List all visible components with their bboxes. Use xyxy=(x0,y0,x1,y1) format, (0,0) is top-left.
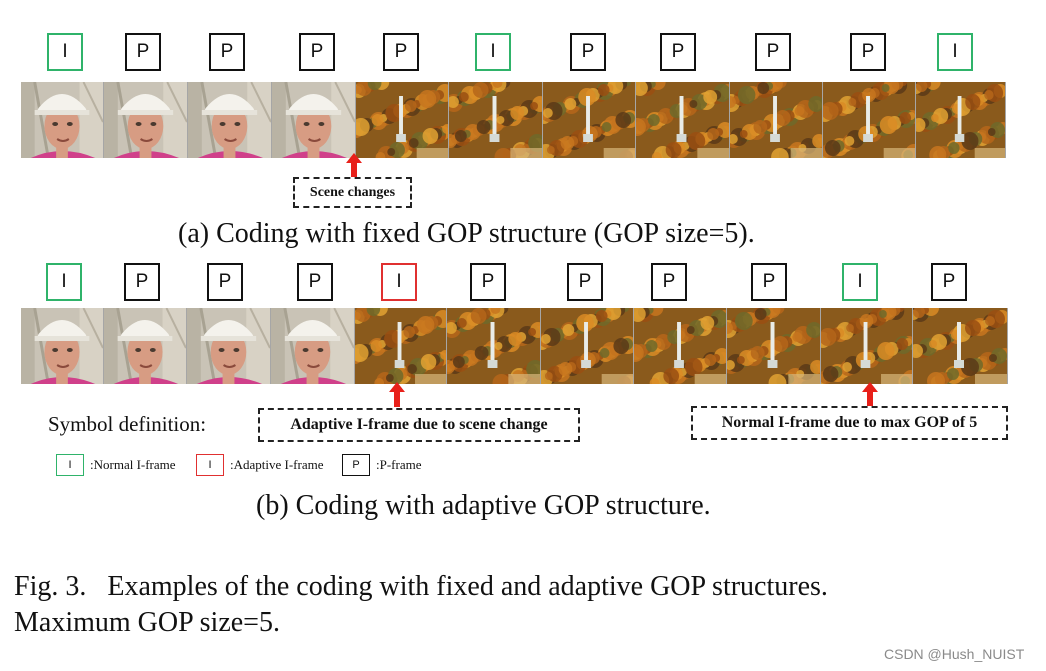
video-frame xyxy=(104,308,187,384)
legend-title: Symbol definition: xyxy=(48,412,206,437)
waterfall-frame-image xyxy=(821,308,912,384)
p-frame-box: P xyxy=(297,263,333,301)
person-frame-image xyxy=(104,308,186,384)
adaptive-iframe-annotation: Adaptive I-frame due to scene change xyxy=(258,408,580,442)
p-frame-box: P xyxy=(207,263,243,301)
waterfall-frame-image xyxy=(634,308,726,384)
normal-iframe-arrow xyxy=(867,391,873,407)
normal-iframe-annotation: Normal I-frame due to max GOP of 5 xyxy=(691,406,1008,440)
person-frame-image xyxy=(272,82,355,158)
legend-pframe-text: :P-frame xyxy=(376,457,421,473)
watermark: CSDN @Hush_NUIST xyxy=(884,646,1024,662)
video-frame xyxy=(21,82,104,158)
video-frame xyxy=(913,308,1008,384)
video-frame xyxy=(271,308,355,384)
waterfall-frame-image xyxy=(355,308,446,384)
person-frame-image xyxy=(187,308,270,384)
person-frame-image xyxy=(21,308,103,384)
figure-caption-line2: Maximum GOP size=5. xyxy=(14,605,280,641)
video-frame xyxy=(543,82,636,158)
normal-i-frame-box: I xyxy=(46,263,82,301)
p-frame-box: P xyxy=(383,33,419,71)
video-frame xyxy=(356,82,449,158)
person-frame-image xyxy=(104,82,187,158)
p-frame-box: P xyxy=(651,263,687,301)
waterfall-frame-image xyxy=(449,82,542,158)
row-a-frame-strip xyxy=(21,82,1006,158)
video-frame xyxy=(272,82,356,158)
person-frame-image xyxy=(271,308,354,384)
scene-change-arrow xyxy=(351,162,357,178)
video-frame xyxy=(541,308,634,384)
video-frame xyxy=(916,82,1006,158)
p-frame-box: P xyxy=(299,33,335,71)
video-frame xyxy=(355,308,447,384)
waterfall-frame-image xyxy=(541,308,633,384)
legend-normal-iframe-text: :Normal I-frame xyxy=(90,457,176,473)
video-frame xyxy=(104,82,188,158)
caption-b: (b) Coding with adaptive GOP structure. xyxy=(256,490,711,522)
p-frame-box: P xyxy=(470,263,506,301)
legend-adaptive-iframe-icon: I xyxy=(196,454,224,476)
video-frame xyxy=(447,308,541,384)
p-frame-box: P xyxy=(567,263,603,301)
p-frame-box: P xyxy=(125,33,161,71)
video-frame xyxy=(21,308,104,384)
video-frame xyxy=(823,82,916,158)
legend-normal-iframe-icon: I xyxy=(56,454,84,476)
video-frame xyxy=(636,82,730,158)
waterfall-frame-image xyxy=(356,82,448,158)
p-frame-box: P xyxy=(850,33,886,71)
video-frame xyxy=(634,308,727,384)
adaptive-i-frame-box: I xyxy=(381,263,417,301)
video-frame xyxy=(188,82,272,158)
waterfall-frame-image xyxy=(916,82,1005,158)
normal-i-frame-box: I xyxy=(47,33,83,71)
caption-a: (a) Coding with fixed GOP structure (GOP… xyxy=(178,218,755,250)
video-frame xyxy=(449,82,543,158)
waterfall-frame-image xyxy=(447,308,540,384)
p-frame-box: P xyxy=(209,33,245,71)
p-frame-box: P xyxy=(751,263,787,301)
normal-i-frame-box: I xyxy=(937,33,973,71)
waterfall-frame-image xyxy=(727,308,820,384)
p-frame-box: P xyxy=(124,263,160,301)
figure-caption-line1: Fig. 3. Examples of the coding with fixe… xyxy=(14,569,828,605)
waterfall-frame-image xyxy=(913,308,1007,384)
scene-changes-annotation: Scene changes xyxy=(293,177,412,208)
waterfall-frame-image xyxy=(543,82,635,158)
person-frame-image xyxy=(21,82,103,158)
legend-pframe-icon: P xyxy=(342,454,370,476)
normal-i-frame-box: I xyxy=(842,263,878,301)
adaptive-iframe-arrow xyxy=(394,391,400,407)
p-frame-box: P xyxy=(660,33,696,71)
waterfall-frame-image xyxy=(823,82,915,158)
video-frame xyxy=(187,308,271,384)
p-frame-box: P xyxy=(931,263,967,301)
p-frame-box: P xyxy=(755,33,791,71)
video-frame xyxy=(727,308,821,384)
legend-adaptive-iframe-text: :Adaptive I-frame xyxy=(230,457,323,473)
row-b-frame-strip xyxy=(21,308,1008,384)
normal-i-frame-box: I xyxy=(475,33,511,71)
p-frame-box: P xyxy=(570,33,606,71)
waterfall-frame-image xyxy=(636,82,729,158)
video-frame xyxy=(730,82,823,158)
person-frame-image xyxy=(188,82,271,158)
video-frame xyxy=(821,308,913,384)
waterfall-frame-image xyxy=(730,82,822,158)
